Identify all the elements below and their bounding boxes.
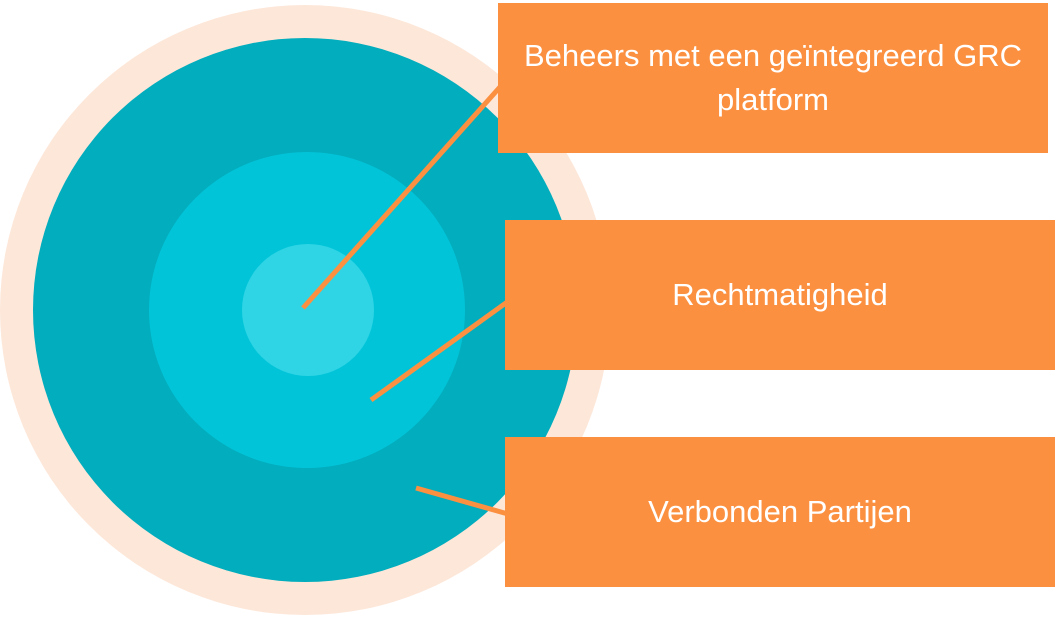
connector-line-core bbox=[301, 76, 510, 310]
connector-line-middle bbox=[369, 297, 512, 403]
callout-label-rechtmatigheid: Rechtmatigheid bbox=[672, 277, 888, 312]
connector-line-outer bbox=[415, 485, 509, 517]
callout-box-verbonden-partijen: Verbonden Partijen bbox=[505, 437, 1055, 587]
callout-label-grc-platform: Beheers met een geïntegreerd GRC platfor… bbox=[524, 38, 1022, 117]
callout-label-verbonden-partijen: Verbonden Partijen bbox=[648, 494, 912, 529]
inner-core-circle bbox=[242, 244, 374, 376]
callout-box-rechtmatigheid: Rechtmatigheid bbox=[505, 220, 1055, 370]
callout-box-grc-platform: Beheers met een geïntegreerd GRC platfor… bbox=[498, 3, 1048, 153]
